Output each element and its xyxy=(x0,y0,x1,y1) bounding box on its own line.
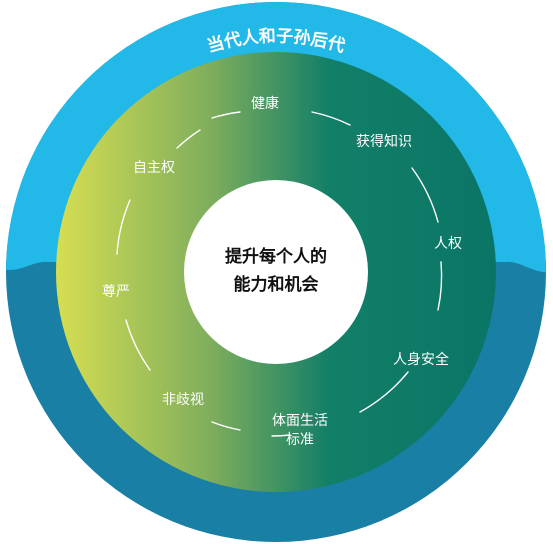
center-circle xyxy=(184,180,368,364)
center-title-line1: 提升每个人的 xyxy=(225,246,327,267)
item-label-non-discrimination: 非歧视 xyxy=(162,392,204,408)
center-title-line2: 能力和机会 xyxy=(234,274,319,295)
inner-arc-ring xyxy=(116,111,443,437)
item-label-health: 健康 xyxy=(251,95,279,112)
item-label-human-rights: 人权 xyxy=(434,236,462,252)
item-label-knowledge: 获得知识 xyxy=(356,133,412,150)
item-label-security: 人身安全 xyxy=(393,351,449,368)
item-label-living-standard-line2: 标准 xyxy=(286,432,314,448)
item-label-autonomy: 自主权 xyxy=(133,160,175,176)
item-label-dignity: 尊严 xyxy=(102,283,130,300)
item-label-living-standard-line1: 体面生活 xyxy=(272,413,328,429)
